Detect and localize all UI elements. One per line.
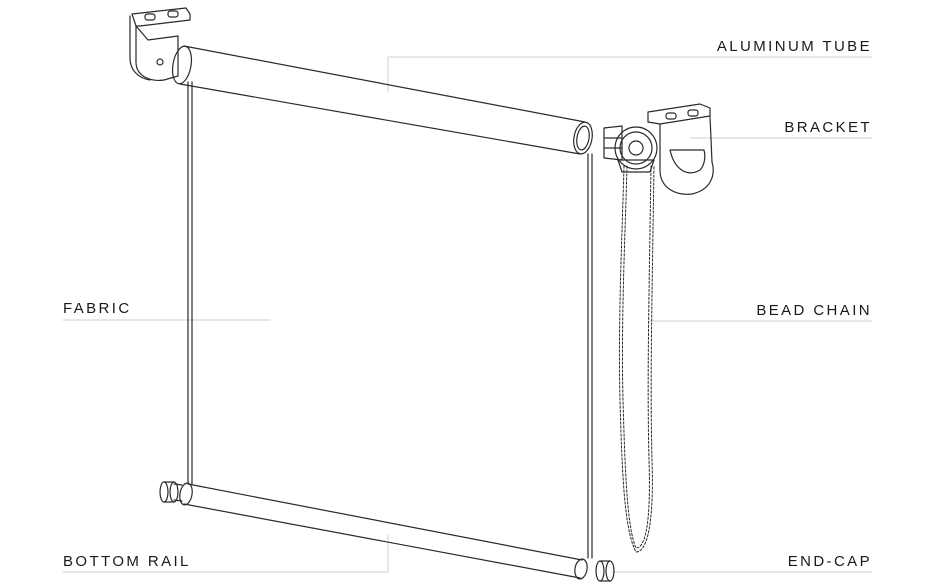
leader-bottom-rail bbox=[62, 534, 389, 573]
leader-lines bbox=[62, 56, 873, 573]
label-bracket: BRACKET bbox=[784, 119, 872, 136]
left-bracket bbox=[129, 7, 191, 81]
label-bottom-rail: BOTTOM RAIL bbox=[63, 553, 191, 570]
label-aluminum-tube: ALUMINUM TUBE bbox=[716, 38, 872, 55]
bottom-rail bbox=[179, 482, 588, 580]
aluminum-tube bbox=[171, 45, 593, 155]
right-bracket bbox=[647, 103, 714, 195]
leader-aluminum-tube bbox=[387, 56, 873, 93]
left-end-cap bbox=[159, 481, 183, 503]
bead-chain bbox=[618, 165, 655, 553]
fabric-panel bbox=[187, 81, 593, 559]
label-bead-chain: BEAD CHAIN bbox=[756, 302, 872, 319]
right-end-cap bbox=[595, 560, 615, 582]
label-fabric: FABRIC bbox=[63, 300, 132, 317]
right-clutch bbox=[603, 125, 658, 173]
label-end-cap: END-CAP bbox=[787, 553, 872, 570]
